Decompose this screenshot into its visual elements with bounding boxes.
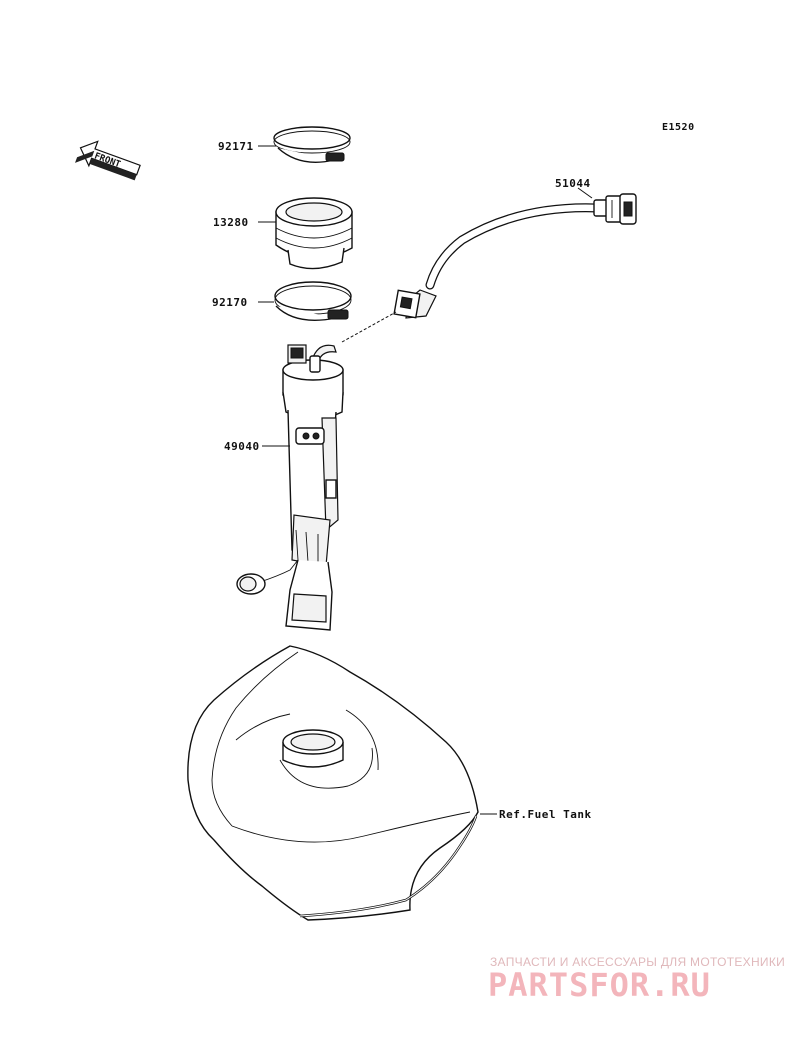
part-label-92170: 92170	[212, 296, 248, 309]
rubber-boot-13280	[275, 197, 353, 270]
fuel-hose-51044	[393, 193, 637, 319]
fuel-tank	[187, 645, 479, 921]
part-label-49040: 49040	[224, 440, 260, 453]
fuel-pump-49040	[236, 344, 344, 631]
watermark-logo: PARTSFOR.RU	[488, 966, 711, 1004]
watermark-tagline: ЗАПЧАСТИ И АКСЕССУАРЫ ДЛЯ МОТОТЕХНИКИ	[490, 955, 786, 969]
clamp-92171	[273, 126, 351, 163]
ref-fuel-tank-label: Ref.Fuel Tank	[499, 808, 592, 821]
clamp-92170	[274, 281, 352, 321]
part-label-13280: 13280	[213, 216, 249, 229]
diagram-code: E1520	[662, 122, 695, 133]
part-label-92171: 92171	[218, 140, 254, 153]
front-arrow-icon: FRONT	[75, 140, 141, 181]
part-label-51044: 51044	[555, 177, 591, 190]
